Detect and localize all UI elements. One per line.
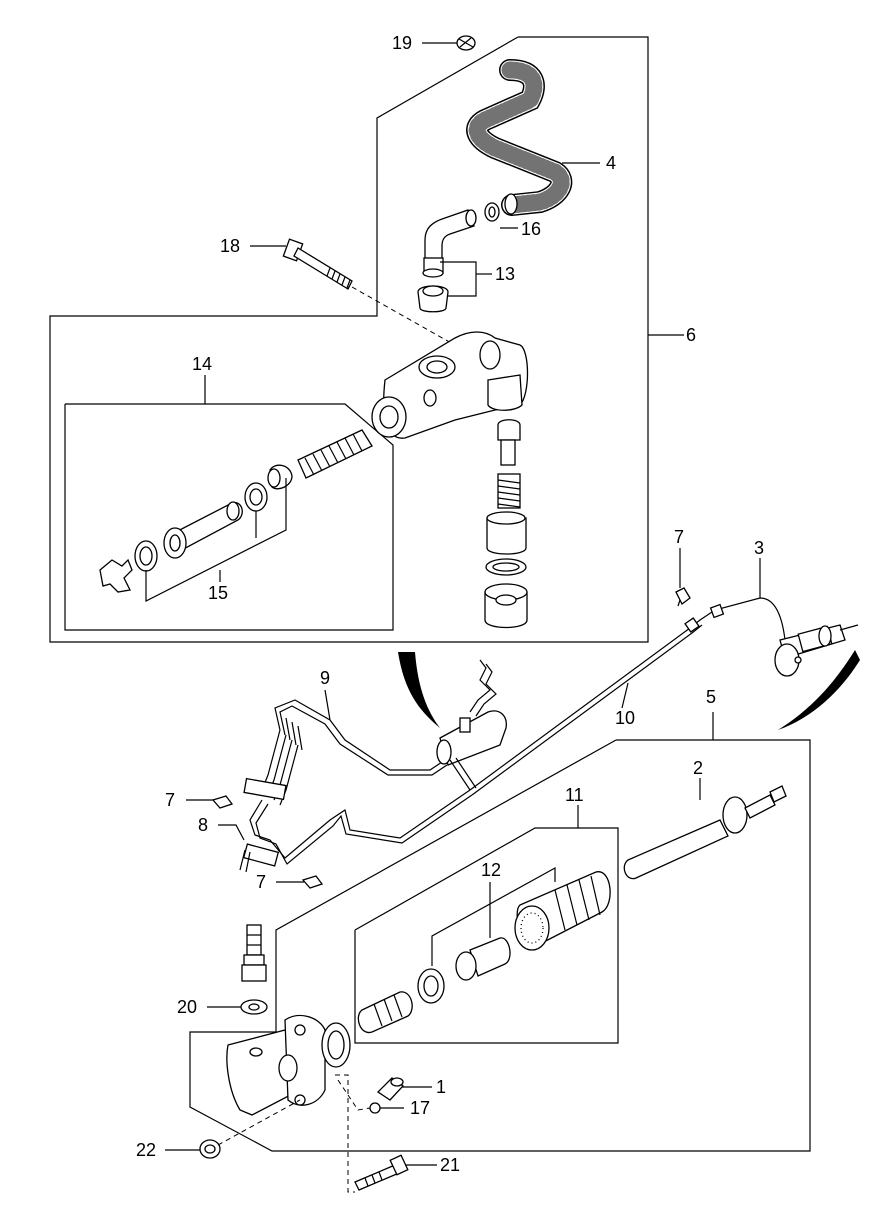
- callout-4: 4: [606, 153, 616, 173]
- pipe-clip-7-left: [211, 795, 234, 809]
- pipe-clip-7-bottom: [301, 875, 324, 889]
- release-piston: [455, 937, 511, 981]
- valve-cap: [484, 583, 528, 629]
- valve-pushrod: [497, 419, 521, 466]
- reservoir-hose-4: [466, 59, 573, 216]
- clutch-hose-3: [774, 624, 859, 677]
- master-cylinder-body: [371, 331, 529, 439]
- clutch-pipe-8: [239, 789, 473, 873]
- gasket-washer-20: [240, 999, 268, 1015]
- callout-22: 22: [136, 1140, 156, 1160]
- bolt-21: [354, 1154, 409, 1191]
- bleeder-screw-1: [376, 1077, 404, 1101]
- callout-15: 15: [208, 583, 228, 603]
- leader-lines: [145, 42, 761, 1166]
- callout-17: 17: [410, 1098, 430, 1118]
- callout-5: 5: [706, 687, 716, 707]
- callout-2: 2: [693, 758, 703, 778]
- piston-seal: [244, 482, 268, 512]
- callout-7-bottom: 7: [256, 872, 266, 892]
- valve-spring: [497, 473, 521, 509]
- retaining-clip: [99, 558, 133, 593]
- push-rod-2: [623, 785, 787, 880]
- piston: [163, 501, 243, 559]
- callout-13: 13: [495, 264, 515, 284]
- release-spring: [357, 991, 413, 1034]
- retaining-ring: [134, 540, 158, 572]
- piston-cup-front: [267, 464, 293, 490]
- callout-labels: 19 4 16 18 13 6 14 15 7 3 9 5 10 2 7 11 …: [136, 33, 764, 1175]
- master-spring: [297, 429, 373, 479]
- callout-7-left: 7: [165, 790, 175, 810]
- release-cylinder-assembly-outline: [189, 739, 811, 1152]
- valve-seal-cup: [486, 511, 527, 555]
- clutch-pipe-10: [469, 597, 786, 796]
- callout-3: 3: [754, 538, 764, 558]
- release-hose-fitting: [241, 924, 267, 982]
- nut-22: [199, 1139, 221, 1159]
- callout-16: 16: [521, 219, 541, 239]
- direction-arrow-right: [778, 650, 860, 730]
- master-cylinder-assembly-outline: [49, 36, 649, 643]
- callout-14: 14: [192, 354, 212, 374]
- callout-18: 18: [220, 236, 240, 256]
- master-cylinder-kit-outline: [64, 403, 394, 631]
- callout-9: 9: [320, 668, 330, 688]
- direction-arrow-left: [398, 652, 440, 728]
- clutch-pipe-9: [243, 699, 448, 806]
- callout-11: 11: [565, 785, 584, 805]
- valve-o-ring: [485, 558, 527, 576]
- bleeder-cap-17: [369, 1102, 381, 1114]
- callout-6: 6: [686, 325, 696, 345]
- hose-clamp-16: [484, 202, 500, 222]
- callout-8: 8: [198, 815, 208, 835]
- callout-19: 19: [392, 33, 412, 53]
- callout-1: 1: [436, 1077, 446, 1097]
- release-cup: [417, 968, 445, 1004]
- callout-12: 12: [481, 860, 501, 880]
- callout-7-upper: 7: [674, 527, 684, 547]
- reservoir-connector-13: [417, 209, 477, 313]
- alignment-dash-lines: [217, 1074, 371, 1193]
- callout-10: 10: [615, 708, 635, 728]
- pipe-clip-7-upper: [675, 587, 691, 607]
- hose-clamp-19: [456, 35, 476, 51]
- callout-21: 21: [440, 1155, 460, 1175]
- release-cylinder-kit-outline: [354, 827, 619, 1044]
- release-boot: [514, 871, 611, 951]
- mounting-bolt-18: [282, 238, 461, 349]
- release-cylinder-body: [226, 1014, 351, 1116]
- pipe-junction: [436, 659, 507, 791]
- callout-20: 20: [177, 997, 197, 1017]
